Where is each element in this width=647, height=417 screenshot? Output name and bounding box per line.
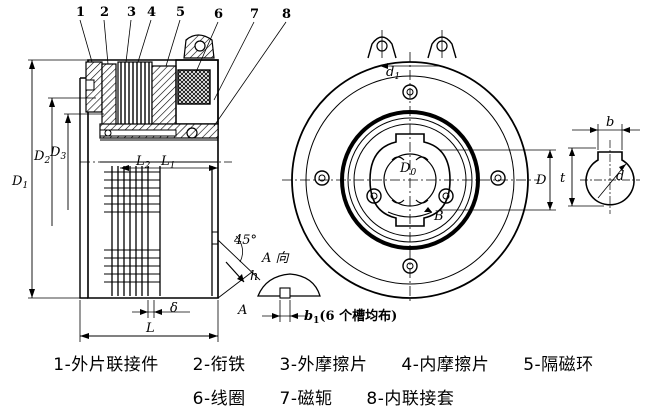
legend-item: 6-线圈 — [192, 389, 246, 409]
dim-d-right: D — [535, 173, 547, 188]
part-label-5: 5 — [176, 5, 185, 20]
front-view — [282, 30, 556, 302]
part-label-1: 1 — [76, 5, 85, 20]
legend-item: 3-外摩擦片 — [279, 355, 368, 375]
part-label-3: 3 — [127, 5, 136, 20]
side-view — [28, 19, 321, 342]
note-b1-slots: b1(6 个槽均布) — [304, 308, 397, 326]
dim-l1: L1 — [160, 154, 175, 171]
dim-d0: D0 — [399, 161, 416, 178]
label-b-arrow: B — [433, 209, 444, 224]
label-a-view: A 向 — [261, 251, 290, 266]
dim-l: L — [145, 321, 155, 336]
dim-angle-45: 45° — [233, 233, 257, 248]
legend-item: 4-内摩擦片 — [401, 355, 490, 375]
legend-row-2: 6-线圈 7-磁轭 8-内联接套 — [0, 384, 647, 409]
dim-b-key: b — [606, 115, 614, 130]
dim-t: t — [560, 171, 566, 186]
dim-d1-small: d1 — [386, 65, 400, 82]
legend-item: 7-磁轭 — [279, 389, 333, 409]
label-a: A — [237, 303, 247, 318]
part-label-8: 8 — [282, 7, 291, 22]
dim-delta: δ — [170, 301, 178, 316]
dim-d2: D2 — [33, 149, 50, 166]
part-label-2: 2 — [100, 5, 109, 20]
clutch-drawing: 1 2 3 4 5 6 7 8 D1 D2 D3 L2 L1 δ L 45° h… — [11, 5, 640, 342]
part-label-6: 6 — [214, 7, 223, 22]
legend-row-1: 1-外片联接件 2-衔铁 3-外摩擦片 4-内摩擦片 5-隔磁环 — [0, 350, 647, 375]
dim-d1: D1 — [11, 174, 28, 191]
legend-item: 8-内联接套 — [366, 389, 455, 409]
legend-item: 2-衔铁 — [192, 355, 246, 375]
part-label-4: 4 — [147, 5, 156, 20]
legend-item: 1-外片联接件 — [53, 355, 159, 375]
dim-d-key: d — [616, 169, 624, 184]
part-number-labels: 1 2 3 4 5 6 7 8 — [76, 5, 291, 22]
dimension-labels: D1 D2 D3 L2 L1 δ L 45° h A 向 A b1(6 个槽均布… — [11, 65, 624, 336]
part-label-7: 7 — [250, 7, 259, 22]
dim-l2: L2 — [135, 154, 151, 171]
legend-item: 5-隔磁环 — [523, 355, 594, 375]
dim-d3: D3 — [49, 145, 66, 162]
dim-h: h — [250, 269, 258, 284]
keyway-detail — [568, 124, 640, 214]
